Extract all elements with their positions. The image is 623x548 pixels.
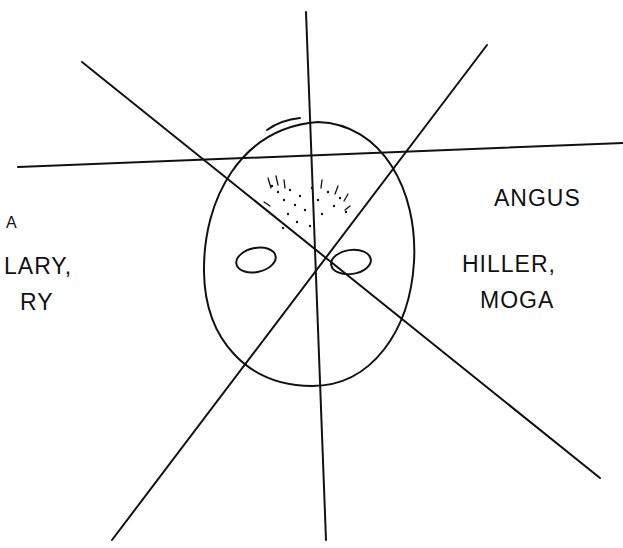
radial-line <box>306 12 326 540</box>
head-outline <box>204 122 414 386</box>
handwritten-label: ANGUS <box>492 186 583 211</box>
radial-line <box>82 62 600 478</box>
handwritten-label: HILLER, <box>460 252 558 277</box>
handwritten-label: A <box>4 214 20 232</box>
radial-line <box>112 45 487 540</box>
eye <box>330 247 373 276</box>
forehead-dots <box>271 185 347 229</box>
handwritten-label: RY <box>18 290 56 315</box>
handwritten-label: MOGA <box>478 288 556 313</box>
radial-line <box>18 143 623 167</box>
forehead-marks <box>264 176 350 210</box>
eye <box>234 244 278 276</box>
head-stroke <box>267 118 300 130</box>
handwritten-label: LARY, <box>2 254 74 279</box>
